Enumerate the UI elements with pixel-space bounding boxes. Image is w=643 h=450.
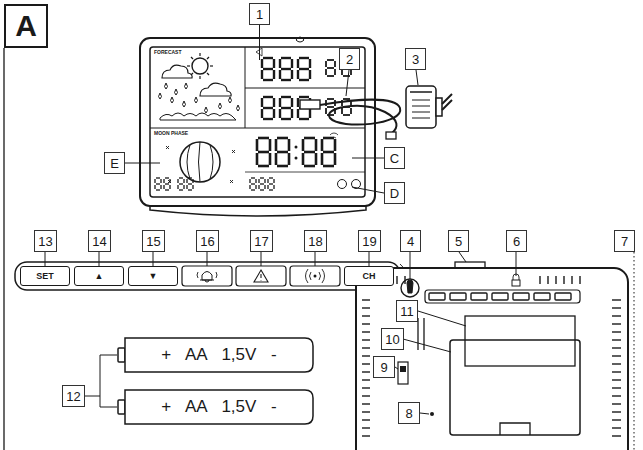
lcd-digits [155, 58, 361, 190]
node-text: A [15, 9, 37, 43]
node-text: ▼ [149, 271, 158, 281]
node-text: D [390, 186, 399, 201]
node-text: 13 [38, 234, 52, 249]
node-text: 6 [513, 234, 520, 249]
node-text: 8 [405, 406, 412, 421]
vent-slits [362, 276, 621, 436]
usb-cable [300, 100, 400, 139]
node-text: + AA 1,5V - [161, 397, 277, 417]
callout-number: E [104, 152, 125, 174]
node-text: 12 [66, 389, 80, 404]
node-text: 7 [621, 234, 628, 249]
callout-number: 8 [398, 402, 420, 424]
callout-number: 19 [358, 230, 381, 252]
battery: + AA 1,5V - [126, 339, 312, 371]
callout-number: D [384, 182, 405, 204]
node-text: ▲ [95, 271, 104, 281]
node-text: 18 [308, 234, 322, 249]
button-key: SET [20, 266, 70, 286]
callout-number: 10 [381, 328, 404, 350]
power-adapter [406, 86, 452, 128]
callout-number: 13 [34, 230, 57, 252]
node-text: + AA 1,5V - [161, 345, 277, 365]
callout-number: 16 [196, 230, 219, 252]
figure-frame [3, 48, 4, 450]
callout-number: 1 [249, 3, 270, 25]
callout-number: 2 [339, 48, 360, 70]
callout-number: C [384, 147, 405, 169]
node-text: 11 [400, 304, 414, 319]
callout-number: 7 [614, 230, 635, 252]
button-key: CH [344, 266, 394, 286]
battery-outline [118, 338, 313, 424]
callout-number: 6 [506, 230, 527, 252]
back-unit [356, 262, 628, 450]
display-caption: FORECAST [154, 49, 182, 55]
node-text: E [110, 156, 119, 171]
button-key: ▼ [128, 266, 178, 286]
node-text: 9 [380, 360, 387, 375]
figure-label: A [4, 4, 48, 48]
node-text: 2 [346, 52, 353, 67]
node-text: 3 [412, 52, 419, 67]
node-text: 17 [254, 234, 268, 249]
leader-line [45, 25, 634, 450]
node-text: 16 [200, 234, 214, 249]
callout-number: 3 [405, 48, 426, 70]
callout-number: 15 [142, 230, 165, 252]
node-text: 19 [362, 234, 376, 249]
callout-number: 18 [304, 230, 327, 252]
callout-number: 12 [62, 385, 85, 407]
node-text: CH [363, 271, 376, 281]
callout-number: 4 [400, 230, 421, 252]
callout-number: 11 [396, 300, 418, 322]
callout-number: 5 [448, 230, 469, 252]
callout-number: 9 [373, 356, 395, 378]
display-caption: MOON PHASE [154, 130, 188, 136]
node-text: 5 [455, 234, 462, 249]
node-text: 15 [146, 234, 160, 249]
callout-number: 17 [250, 230, 273, 252]
node-text: 1 [256, 7, 263, 22]
callout-number: 14 [88, 230, 111, 252]
node-text: 14 [92, 234, 106, 249]
rain-drops [159, 83, 240, 113]
button-key: ▲ [74, 266, 124, 286]
battery: + AA 1,5V - [126, 391, 312, 423]
node-text: SET [36, 271, 54, 281]
node-text: C [390, 151, 399, 166]
node-text: 10 [385, 332, 399, 347]
display-unit [140, 37, 375, 216]
node-text: 4 [407, 234, 414, 249]
